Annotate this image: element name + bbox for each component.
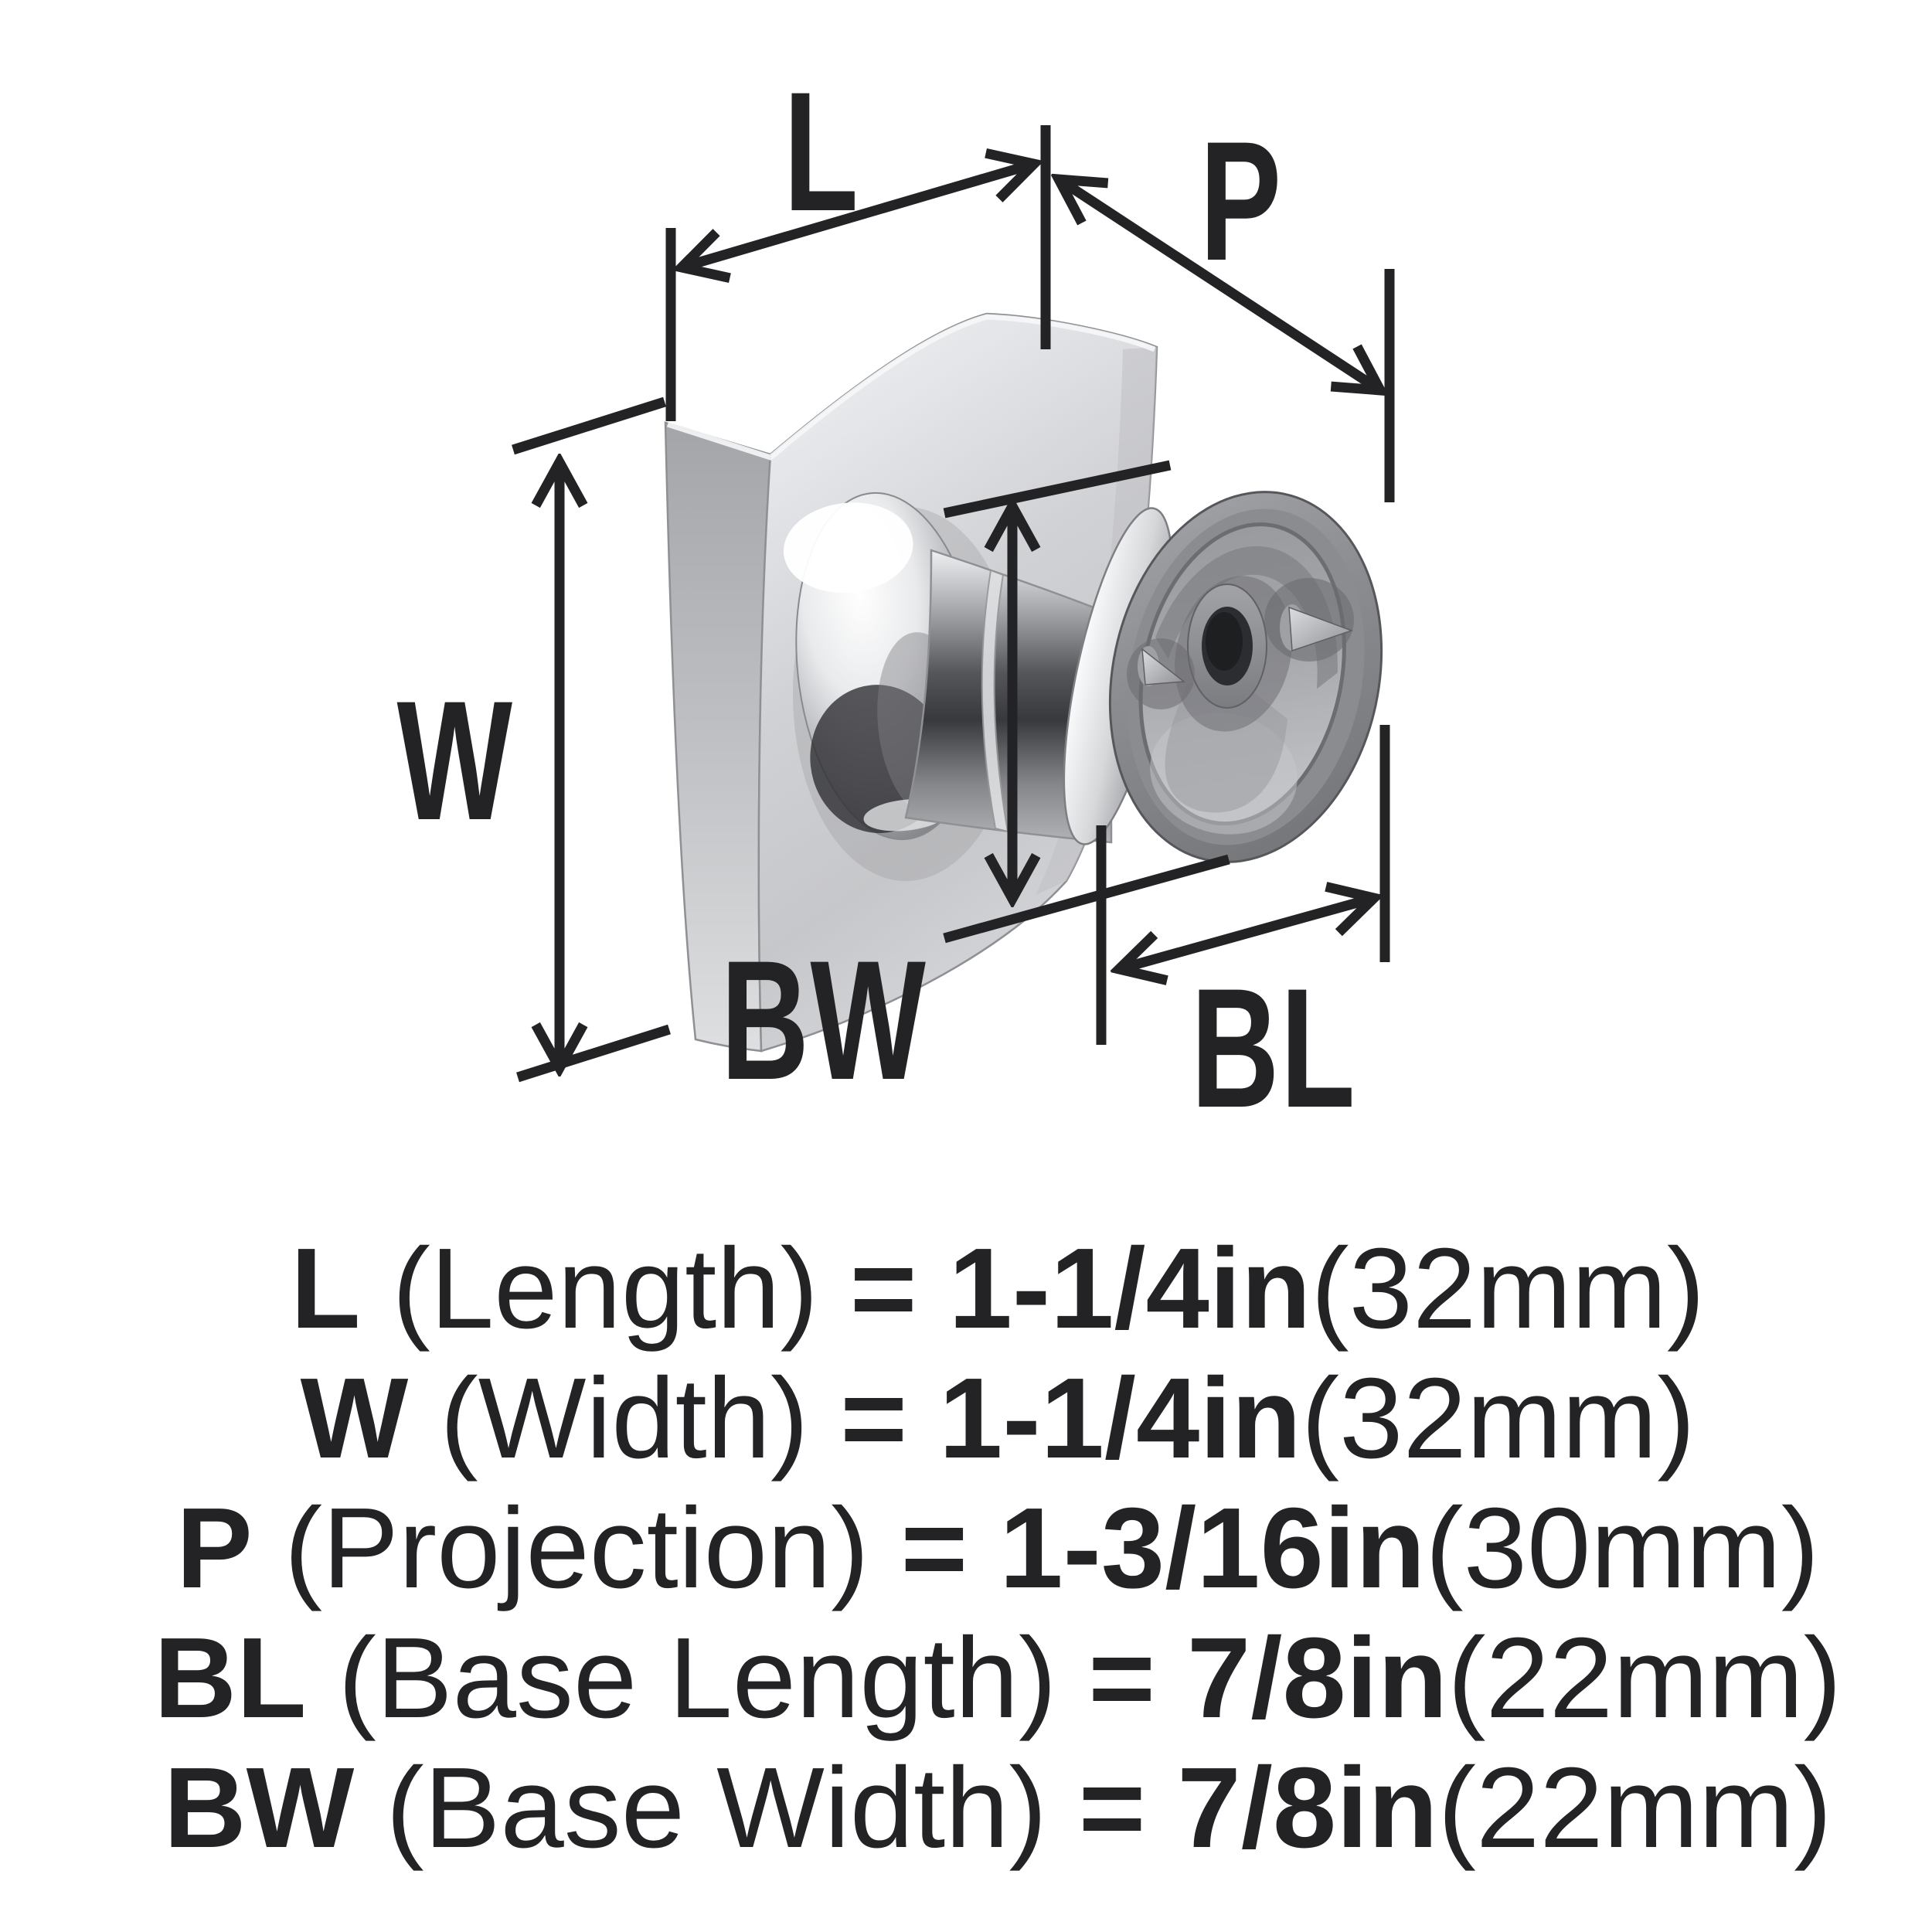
dim-P-arrow [1059,179,1380,390]
alignment-pin-lower [1127,638,1195,709]
dimension-labels: L P W BW BL [397,56,1356,1143]
dim-W-tick-top [512,396,666,455]
dim-BL-arrow [1119,898,1374,969]
dim-BW-tick-top [943,460,1172,519]
spec-row-projection: P (Projection) = 1-3/16in(30mm) [0,1485,1932,1612]
spec-row-base-length: BL (Base Length) = 7/8in(22mm) [0,1614,1932,1742]
dim-L-arrow [682,164,1034,267]
pin-lower-cone [1141,648,1185,685]
spec-list: L (Length) = 1-1/4in(32mm) W (Width) = 1… [0,1225,1932,1872]
label-width: W [397,665,514,855]
spec-row-length: L (Length) = 1-1/4in(32mm) [68,1225,1864,1352]
spec-row-width: W (Width) = 1-1/4in(32mm) [78,1355,1854,1482]
label-length: L [784,56,859,247]
base-face-bottom-light [1150,712,1298,835]
dimension-lines [512,125,1395,1083]
screw-hole-inner [1206,612,1243,671]
spec-row-base-width: BW (Base Width) = 7/8in(22mm) [0,1744,1932,1872]
label-base-length: BL [1191,952,1356,1143]
collar-top-highlight [783,502,913,593]
dim-BW-tick-bottom [943,854,1230,944]
knob-illustration [664,312,1383,1053]
label-projection: P [1199,105,1282,296]
dim-W-tick-bottom [516,1024,671,1083]
label-base-width: BW [721,924,927,1115]
pin-upper-cone [1288,606,1354,652]
backplate-right-shading [1036,347,1157,895]
alignment-pin-upper [1264,578,1354,662]
